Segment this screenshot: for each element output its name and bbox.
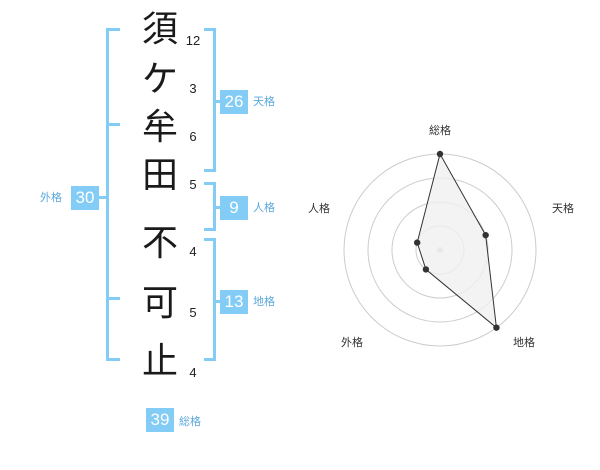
radar-point-jinkaku — [413, 239, 421, 246]
chikaku-value-badge: 13 — [220, 290, 248, 314]
radar-axis-label-tenkaku: 天格 — [552, 202, 574, 215]
radar-score-area — [416, 152, 498, 329]
soukaku-label: 総格 — [179, 415, 201, 428]
radar-axis-label-jinkaku: 人格 — [308, 202, 330, 215]
gaikaku-value-badge: 30 — [71, 186, 99, 210]
radar-point-chikaku — [493, 324, 500, 331]
radar-point-soukaku — [436, 150, 444, 158]
stroke-count-7: 4 — [189, 365, 197, 380]
radar-axis-label-gaikaku: 外格 — [341, 336, 363, 349]
name-char-1: 須 — [141, 9, 178, 50]
chikaku-label: 地格 — [253, 295, 275, 308]
stroke-count-2: 3 — [189, 81, 197, 96]
jinkaku-label: 人格 — [253, 201, 275, 214]
name-char-5: 不 — [141, 223, 178, 264]
tenkaku-label: 天格 — [253, 95, 275, 108]
stroke-count-4: 5 — [189, 177, 197, 192]
radar-axis-label-soukaku: 総格 — [429, 124, 451, 137]
stroke-count-6: 5 — [189, 305, 197, 320]
name-char-4: 田 — [141, 155, 178, 196]
stroke-count-3: 6 — [189, 129, 197, 144]
name-char-2: ケ — [141, 59, 178, 100]
soukaku-value-badge: 39 — [146, 408, 174, 432]
name-char-7: 止 — [141, 341, 178, 382]
name-char-3: 牟 — [141, 107, 178, 148]
radar-point-tenkaku — [482, 231, 489, 239]
radar-axis-label-chikaku: 地格 — [513, 336, 535, 349]
jinkaku-value-badge: 9 — [220, 196, 248, 220]
stroke-count-1: 12 — [185, 33, 201, 48]
gaikaku-label: 外格 — [40, 191, 62, 204]
name-char-6: 可 — [141, 283, 178, 324]
tenkaku-value-badge: 26 — [220, 90, 248, 114]
stroke-count-5: 4 — [189, 244, 197, 259]
radar-point-gaikaku — [422, 266, 430, 273]
